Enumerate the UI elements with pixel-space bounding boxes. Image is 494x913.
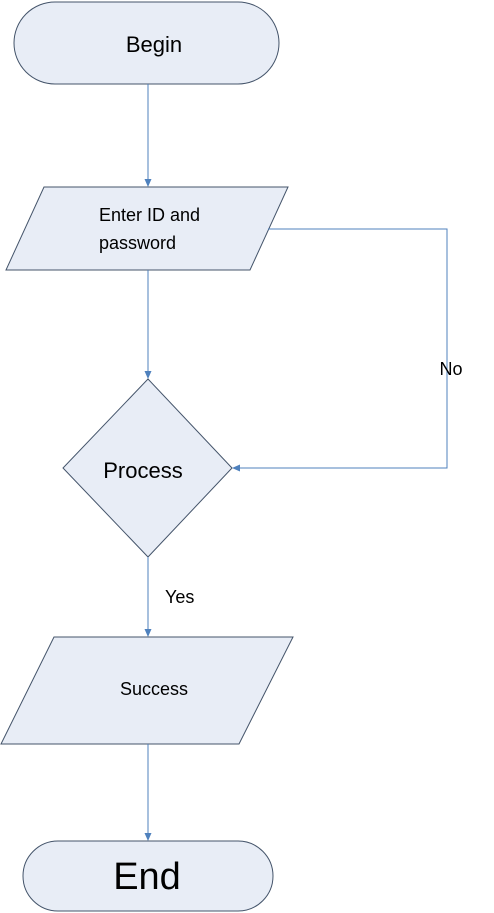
arrowhead-icon	[144, 833, 152, 841]
arrowhead-icon	[144, 629, 152, 637]
success-shape	[0, 636, 294, 745]
connector-success-end	[144, 744, 152, 841]
connector-begin-enter	[144, 84, 152, 187]
end-node: End	[22, 840, 274, 912]
enter-credentials-label-line2: password	[99, 233, 176, 253]
connector-no-loop	[232, 228, 448, 472]
success-label: Success	[120, 679, 188, 699]
enter-credentials-label-line1: Enter ID and	[99, 205, 200, 225]
connector-process-success	[144, 557, 152, 637]
enter-credentials-node: Enter ID and password	[5, 186, 289, 271]
success-node: Success	[0, 636, 294, 745]
process-label: Process	[103, 458, 182, 483]
begin-shape	[13, 1, 280, 85]
no-edge-label: No	[439, 359, 462, 379]
begin-node: Begin	[13, 1, 280, 85]
connector-enter-process	[144, 270, 152, 379]
arrowhead-icon	[144, 179, 152, 187]
arrowhead-icon	[232, 464, 240, 472]
enter-credentials-shape	[5, 186, 289, 271]
process-node: Process	[62, 378, 233, 558]
yes-edge-label: Yes	[165, 587, 194, 607]
end-label: End	[113, 856, 181, 898]
arrowhead-icon	[144, 371, 152, 379]
begin-label: Begin	[126, 32, 182, 57]
end-shape	[22, 840, 274, 912]
